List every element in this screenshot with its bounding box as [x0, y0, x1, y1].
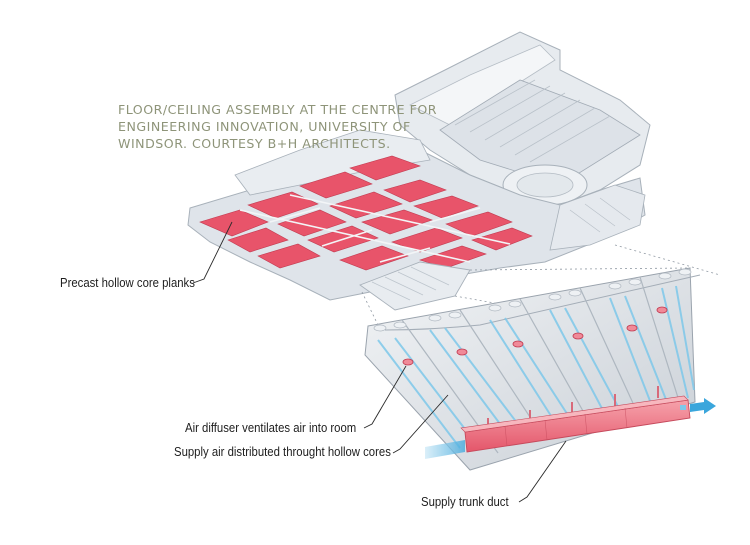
leader-planks — [192, 221, 233, 284]
label-precast-planks: Precast hollow core planks — [60, 275, 195, 290]
leader-lines — [192, 221, 567, 503]
label-trunk-duct: Supply trunk duct — [421, 494, 509, 509]
supply-trunk-duct — [425, 395, 716, 459]
caption-line-2: ENGINEERING INNOVATION, UNIVERSITY OF — [118, 119, 411, 135]
caption-line-3: WINDSOR. COURTESY B+H ARCHITECTS. — [118, 136, 391, 152]
air-diffusers — [402, 306, 668, 366]
leader-supply-air — [392, 394, 449, 454]
hollow-core-air-paths — [377, 285, 695, 449]
leader-trunk-duct — [518, 440, 567, 503]
plank-joints — [401, 276, 681, 454]
upper-floor-assembly — [187, 31, 651, 301]
air-outlet-arrows — [680, 398, 716, 414]
figure-caption: FLOOR/CEILING ASSEMBLY AT THE CENTRE FOR… — [118, 101, 448, 153]
plank-detail-slab — [359, 261, 471, 311]
leader-diffuser — [363, 365, 407, 429]
label-supply-air: Supply air distributed throught hollow c… — [174, 444, 391, 459]
air-inlet-arrow — [425, 440, 465, 459]
caption-line-1: FLOOR/CEILING ASSEMBLY AT THE CENTRE FOR — [118, 102, 438, 117]
label-air-diffuser: Air diffuser ventilates air into room — [185, 420, 357, 435]
